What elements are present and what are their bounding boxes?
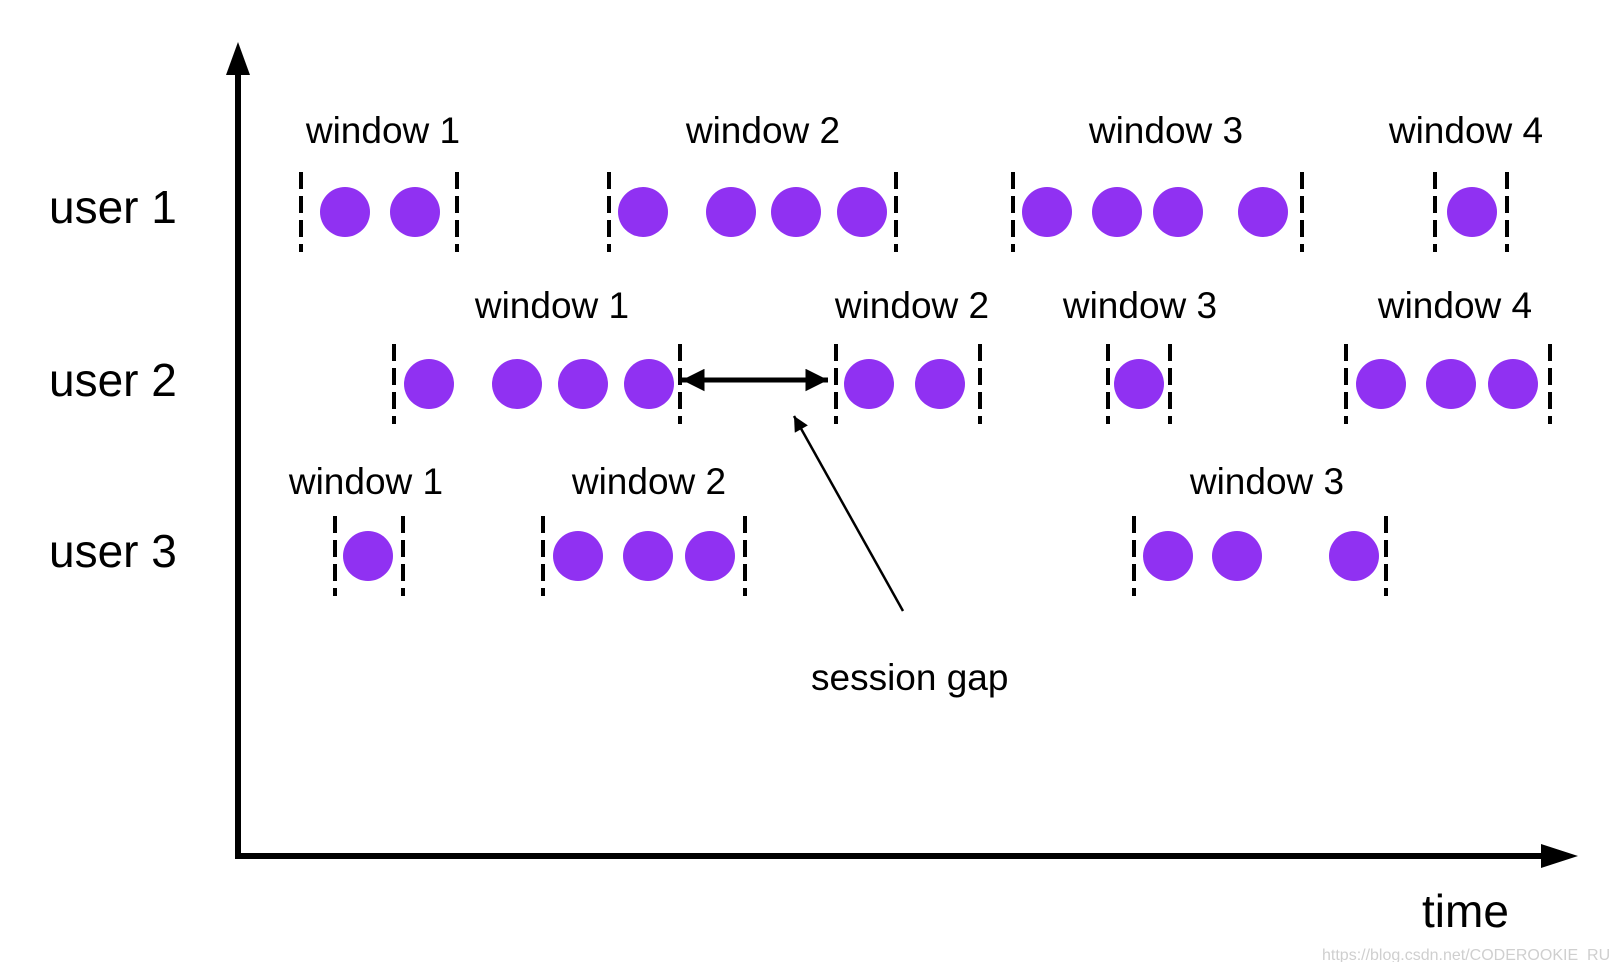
event-dot: [1238, 187, 1288, 237]
window-label: window 1: [288, 461, 443, 502]
event-dot: [1022, 187, 1072, 237]
event-dot: [320, 187, 370, 237]
row-labels: user 1 user 2 user 3: [49, 181, 177, 577]
session-window: window 2: [607, 110, 898, 252]
window-label: window 4: [1388, 110, 1543, 151]
session-gap-pointer-arrow: [792, 415, 905, 612]
event-dot: [558, 359, 608, 409]
window-label: window 2: [571, 461, 726, 502]
event-dot: [1426, 359, 1476, 409]
session-window: window 3: [1011, 110, 1304, 252]
session-window: window 1: [288, 461, 443, 596]
session-window: window 2: [834, 285, 989, 424]
window-label: window 4: [1377, 285, 1532, 326]
event-dot: [390, 187, 440, 237]
event-dot: [685, 531, 735, 581]
event-dot: [1092, 187, 1142, 237]
event-dot: [623, 531, 673, 581]
session-window: window 3: [1132, 461, 1388, 596]
event-dot: [1153, 187, 1203, 237]
session-window: window 1: [392, 285, 682, 424]
window-label: window 1: [305, 110, 460, 151]
event-dot: [1356, 359, 1406, 409]
session-window: window 4: [1388, 110, 1543, 252]
watermark-text: https://blog.csdn.net/CODEROOKIE_RUN: [1322, 947, 1610, 962]
row-label-user-2: user 2: [49, 354, 177, 406]
event-dot: [553, 531, 603, 581]
session-gap-annotation: session gap: [682, 368, 1008, 698]
session-window: window 1: [299, 110, 460, 252]
session-windows: window 1 window 2 window 3 window 4 window 1…: [288, 110, 1552, 596]
row-label-user-1: user 1: [49, 181, 177, 233]
event-dot: [837, 187, 887, 237]
event-dot: [844, 359, 894, 409]
event-dot: [1143, 531, 1193, 581]
event-dot: [1114, 359, 1164, 409]
event-dot: [404, 359, 454, 409]
axes: time: [226, 42, 1578, 937]
row-label-user-3: user 3: [49, 525, 177, 577]
window-label: window 2: [834, 285, 989, 326]
window-label: window 3: [1088, 110, 1243, 151]
event-dot: [624, 359, 674, 409]
session-gap-label: session gap: [811, 657, 1008, 698]
event-dot: [1329, 531, 1379, 581]
session-window: window 2: [541, 461, 747, 596]
event-dot: [706, 187, 756, 237]
session-window: window 4: [1344, 285, 1552, 424]
event-dot: [1212, 531, 1262, 581]
event-dot: [1488, 359, 1538, 409]
window-label: window 3: [1189, 461, 1344, 502]
window-label: window 1: [474, 285, 629, 326]
x-axis-label: time: [1422, 885, 1509, 937]
x-axis-arrowhead: [1541, 844, 1578, 868]
event-dot: [1447, 187, 1497, 237]
window-label: window 3: [1062, 285, 1217, 326]
window-label: window 2: [685, 110, 840, 151]
session-window: window 3: [1062, 285, 1217, 424]
y-axis-arrowhead: [226, 42, 250, 75]
event-dot: [915, 359, 965, 409]
event-dot: [343, 531, 393, 581]
event-dot: [771, 187, 821, 237]
event-dot: [492, 359, 542, 409]
event-dot: [618, 187, 668, 237]
